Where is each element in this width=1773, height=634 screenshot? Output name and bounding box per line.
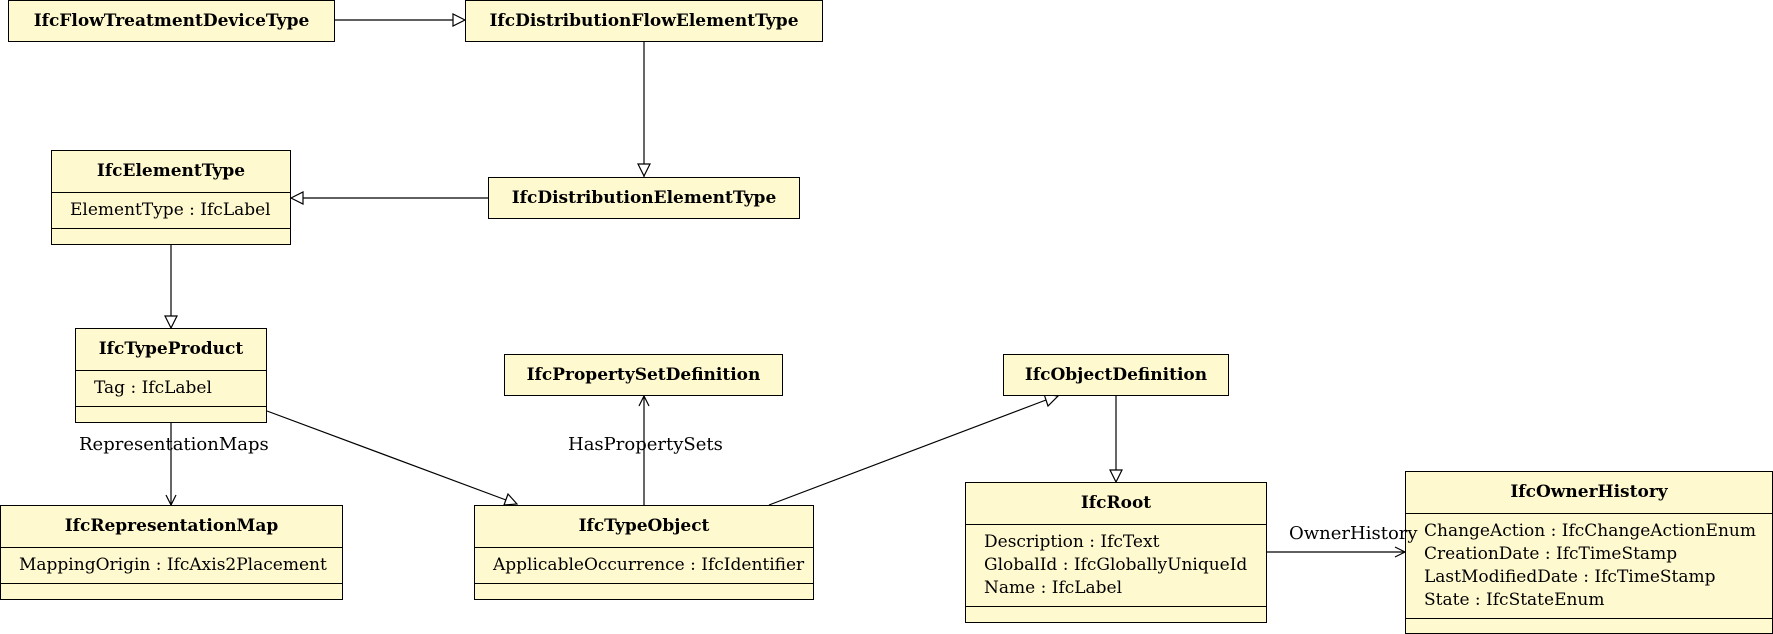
class-attributes: ElementType : IfcLabel — [52, 192, 290, 229]
class-name: IfcObjectDefinition — [1024, 365, 1208, 385]
attribute: LastModifiedDate : IfcTimeStamp — [1424, 567, 1716, 587]
class-attributes: Description : IfcText GlobalId : IfcGlob… — [966, 524, 1266, 607]
class-ifcflowtreatmentdevicetype: IfcFlowTreatmentDeviceType — [8, 0, 335, 42]
edge-generalization-flowtreatment — [335, 13, 467, 27]
class-name: IfcPropertySetDefinition — [526, 365, 761, 385]
attribute: Description : IfcText — [984, 532, 1160, 552]
class-name: IfcElementType — [96, 161, 246, 181]
class-name: IfcFlowTreatmentDeviceType — [33, 11, 310, 31]
relation-label-representation-maps: RepresentationMaps — [79, 434, 269, 455]
attribute: GlobalId : IfcGloballyUniqueId — [984, 555, 1248, 575]
relation-label-has-property-sets: HasPropertySets — [568, 434, 723, 455]
edge-generalization-type-product — [164, 245, 178, 330]
class-attributes: MappingOrigin : IfcAxis2Placement — [1, 547, 342, 584]
class-attributes: ChangeAction : IfcChangeActionEnum Creat… — [1406, 513, 1772, 619]
edge-generalization-root — [1109, 396, 1123, 484]
edge-generalization-element-type — [289, 191, 488, 205]
edge-association-owner-history — [1267, 546, 1407, 558]
class-ifcpropertysetdefinition: IfcPropertySetDefinition — [504, 354, 783, 396]
class-name: IfcTypeProduct — [98, 339, 244, 359]
class-ifcownerhistory: IfcOwnerHistory ChangeAction : IfcChange… — [1405, 471, 1773, 634]
attribute: Name : IfcLabel — [984, 578, 1123, 598]
class-ifcdistributionelementtype: IfcDistributionElementType — [488, 177, 800, 219]
class-name: IfcRoot — [1080, 493, 1152, 513]
class-ifctypeproduct: IfcTypeProduct Tag : IfcLabel — [75, 328, 267, 423]
class-name: IfcOwnerHistory — [1510, 482, 1668, 502]
class-attributes: Tag : IfcLabel — [76, 370, 266, 407]
class-name: IfcDistributionElementType — [511, 188, 777, 208]
attribute: MappingOrigin : IfcAxis2Placement — [19, 555, 327, 575]
attribute: Tag : IfcLabel — [94, 378, 212, 398]
attribute: ApplicableOccurrence : IfcIdentifier — [493, 555, 805, 575]
class-name: IfcTypeObject — [578, 516, 710, 536]
class-attributes: ApplicableOccurrence : IfcIdentifier — [475, 547, 813, 584]
class-ifcobjectdefinition: IfcObjectDefinition — [1003, 354, 1229, 396]
class-ifcdistributionflowelementtype: IfcDistributionFlowElementType — [465, 0, 823, 42]
edge-generalization-type-object — [266, 410, 519, 506]
attribute: CreationDate : IfcTimeStamp — [1424, 544, 1678, 564]
edge-generalization-distribution-element — [637, 42, 651, 178]
attribute: ElementType : IfcLabel — [70, 200, 271, 220]
attribute: ChangeAction : IfcChangeActionEnum — [1424, 521, 1756, 541]
attribute: State : IfcStateEnum — [1424, 590, 1605, 610]
class-name: IfcRepresentationMap — [64, 516, 279, 536]
relation-label-owner-history: OwnerHistory — [1289, 523, 1418, 544]
class-name: IfcDistributionFlowElementType — [489, 11, 799, 31]
class-ifcelementtype: IfcElementType ElementType : IfcLabel — [51, 150, 291, 245]
class-ifcrepresentationmap: IfcRepresentationMap MappingOrigin : Ifc… — [0, 505, 343, 600]
class-ifctypeobject: IfcTypeObject ApplicableOccurrence : Ifc… — [474, 505, 814, 600]
edge-association-has-property-sets — [638, 394, 650, 505]
class-ifcroot: IfcRoot Description : IfcText GlobalId :… — [965, 482, 1267, 623]
